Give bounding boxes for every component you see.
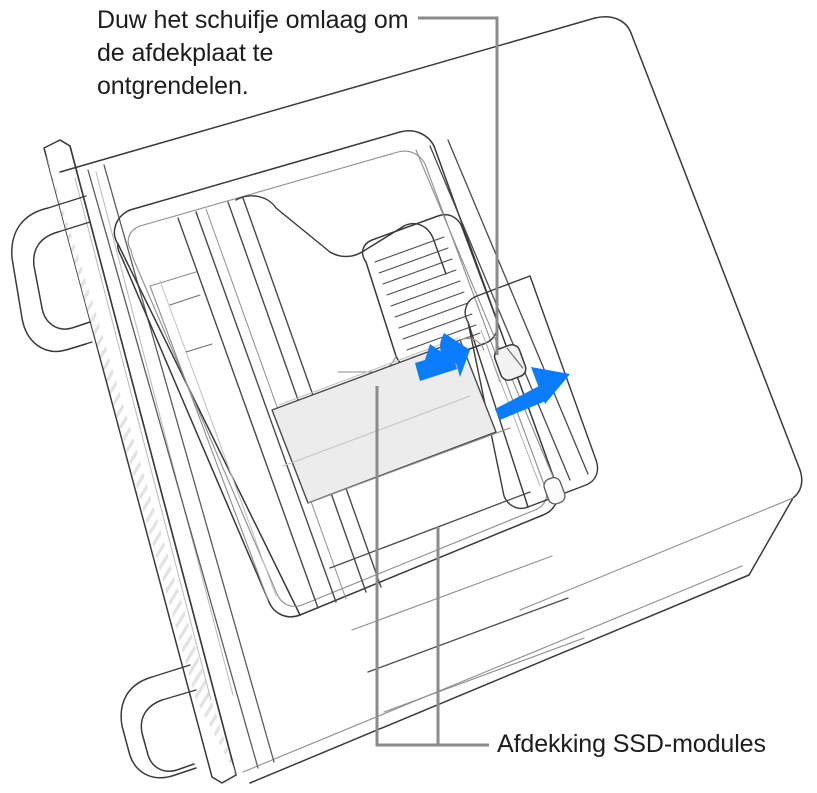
- leader-lines: [375, 16, 499, 747]
- right-arrow: [495, 367, 570, 420]
- handle-bottom: [120, 664, 197, 779]
- ssd-cover-plate: [271, 337, 497, 504]
- lattice-grille: [43, 139, 275, 784]
- slider-latch: [493, 344, 527, 381]
- callout-cover-text: Afdekking SSD-modules: [497, 730, 766, 758]
- ssd-bay-lower: [307, 427, 585, 713]
- down-arrow: [415, 333, 470, 381]
- interior-frame: [113, 130, 589, 618]
- leader-cover-a: [375, 386, 489, 747]
- handle-top: [11, 195, 93, 353]
- chassis-outer-shell: [59, 16, 803, 784]
- heatsink-fins: [374, 236, 481, 359]
- arrow-group: [415, 333, 570, 420]
- leader-latch: [418, 16, 499, 355]
- callout-latch-text: Duw het schuifje omlaag om de afdekplaat…: [97, 6, 409, 100]
- latch-slot-lower: [543, 477, 566, 505]
